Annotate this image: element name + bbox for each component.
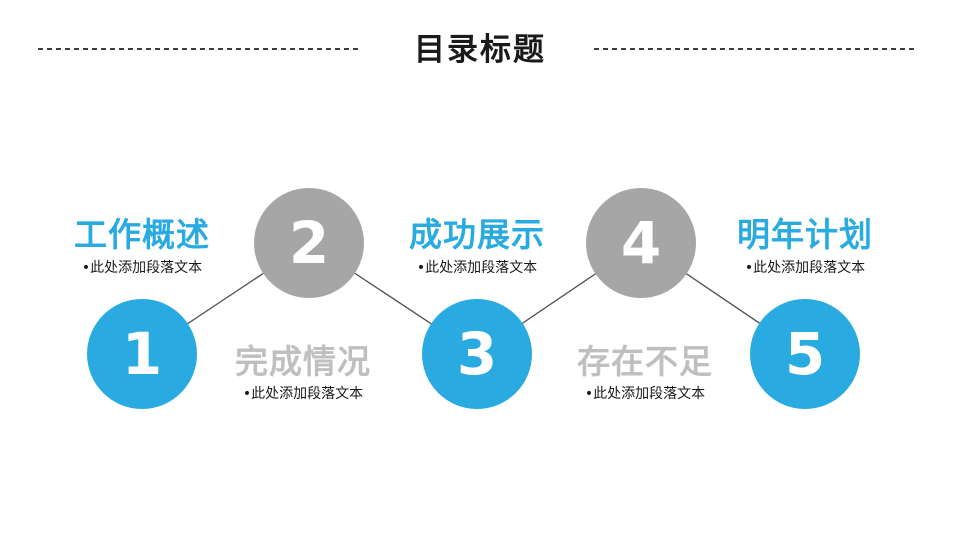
step-1-number: 1 <box>121 320 163 388</box>
title-dashed-line-left <box>38 48 360 50</box>
step-1-body: •此处添加段落文本 <box>81 260 203 276</box>
step-2-body: •此处添加段落文本 <box>242 386 364 402</box>
step-5-number: 5 <box>784 320 826 388</box>
step-4-body: •此处添加段落文本 <box>584 386 706 402</box>
step-2-number: 2 <box>288 209 330 277</box>
step-4-circle: 4 <box>586 188 696 298</box>
page-title: 目录标题 <box>414 32 546 68</box>
step-1-circle: 1 <box>87 299 197 409</box>
step-4-heading: 存在不足 <box>577 342 713 381</box>
step-2-circle: 2 <box>254 188 364 298</box>
step-4-number: 4 <box>620 209 662 277</box>
step-3-heading: 成功展示 <box>409 215 545 254</box>
step-5-body: •此处添加段落文本 <box>744 260 866 276</box>
step-2-heading: 完成情况 <box>235 342 371 381</box>
step-3-circle: 3 <box>422 299 532 409</box>
step-5-heading: 明年计划 <box>737 215 873 254</box>
step-3-body: •此处添加段落文本 <box>416 260 538 276</box>
step-3-number: 3 <box>456 320 498 388</box>
step-5-circle: 5 <box>750 299 860 409</box>
step-1-heading: 工作概述 <box>74 215 210 254</box>
title-dashed-line-right <box>594 48 916 50</box>
